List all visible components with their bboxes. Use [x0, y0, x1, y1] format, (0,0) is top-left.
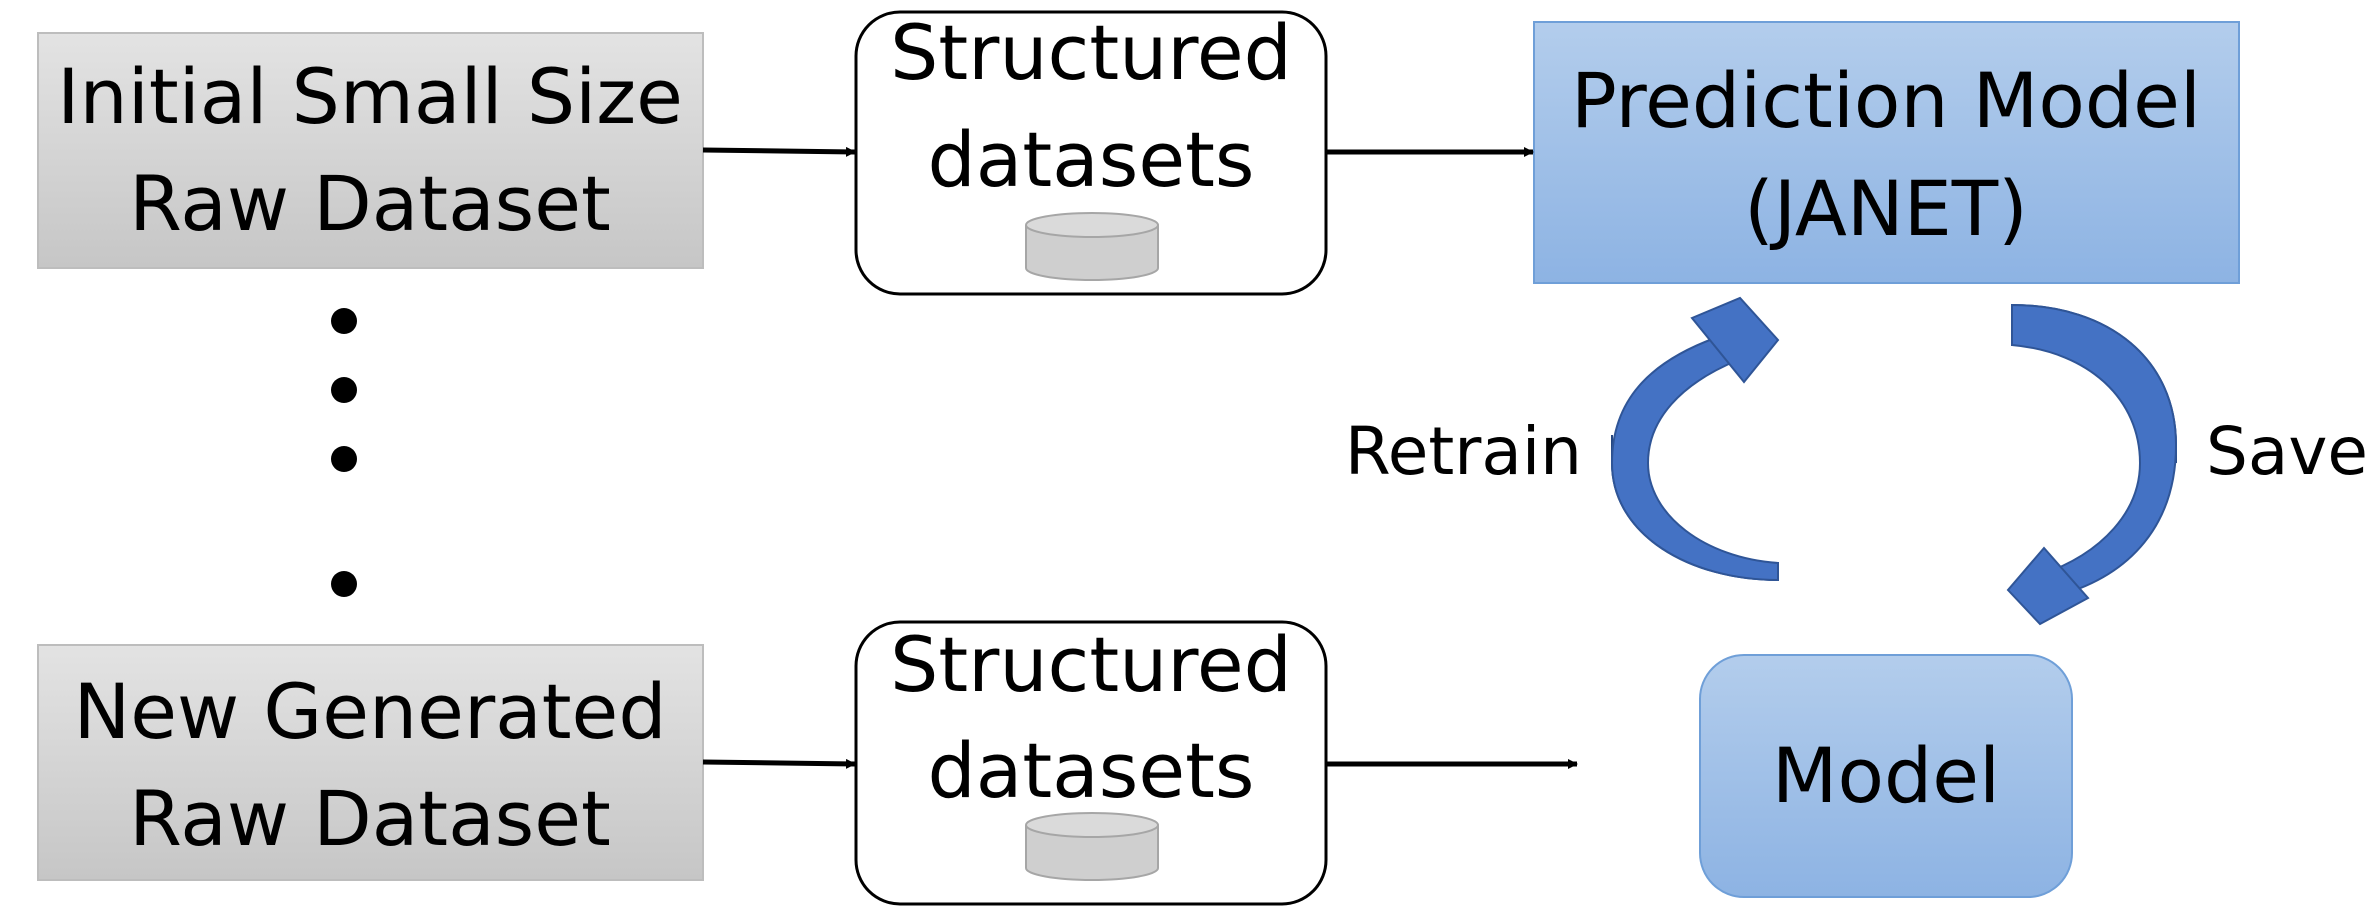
database-icon [1025, 212, 1159, 281]
structured-datasets-bottom-line1: Structured [890, 620, 1292, 709]
save-cycle-arrow [2006, 303, 2178, 626]
retrain-cycle-arrow [1610, 296, 1780, 582]
raw-dataset-new-box: New Generated Raw Dataset [37, 644, 704, 881]
structured-datasets-bottom-line2: datasets [928, 726, 1255, 815]
database-icon [1025, 812, 1159, 881]
model-label: Model [1772, 731, 2000, 820]
structured-datasets-bottom-box: Structured datasets [854, 620, 1328, 906]
raw-dataset-new-line2: Raw Dataset [129, 774, 611, 863]
prediction-model-line1: Prediction Model [1571, 56, 2201, 145]
ellipsis-dot [331, 308, 357, 334]
raw-dataset-new-line1: New Generated [73, 667, 666, 756]
structured-datasets-top-line1: Structured [890, 8, 1292, 97]
arrow-raw-initial-to-structured [702, 146, 856, 157]
structured-datasets-top-line2: datasets [928, 115, 1255, 204]
prediction-model-line2: (JANET) [1744, 164, 2028, 253]
model-box: Model [1699, 654, 2073, 898]
ellipsis-dot [331, 446, 357, 472]
ellipsis-dot [331, 571, 357, 597]
raw-dataset-initial-box: Initial Small Size Raw Dataset [37, 32, 704, 269]
save-label: Save [2206, 413, 2366, 490]
prediction-model-box: Prediction Model (JANET) [1533, 21, 2240, 284]
structured-datasets-top-box: Structured datasets [854, 8, 1328, 296]
arrow-raw-new-to-structured [702, 758, 856, 769]
ellipsis-dot [331, 377, 357, 403]
raw-dataset-initial-line1: Initial Small Size [57, 52, 683, 141]
retrain-label: Retrain [1345, 413, 1582, 490]
raw-dataset-initial-line2: Raw Dataset [129, 159, 611, 248]
vertical-ellipsis [331, 308, 357, 597]
